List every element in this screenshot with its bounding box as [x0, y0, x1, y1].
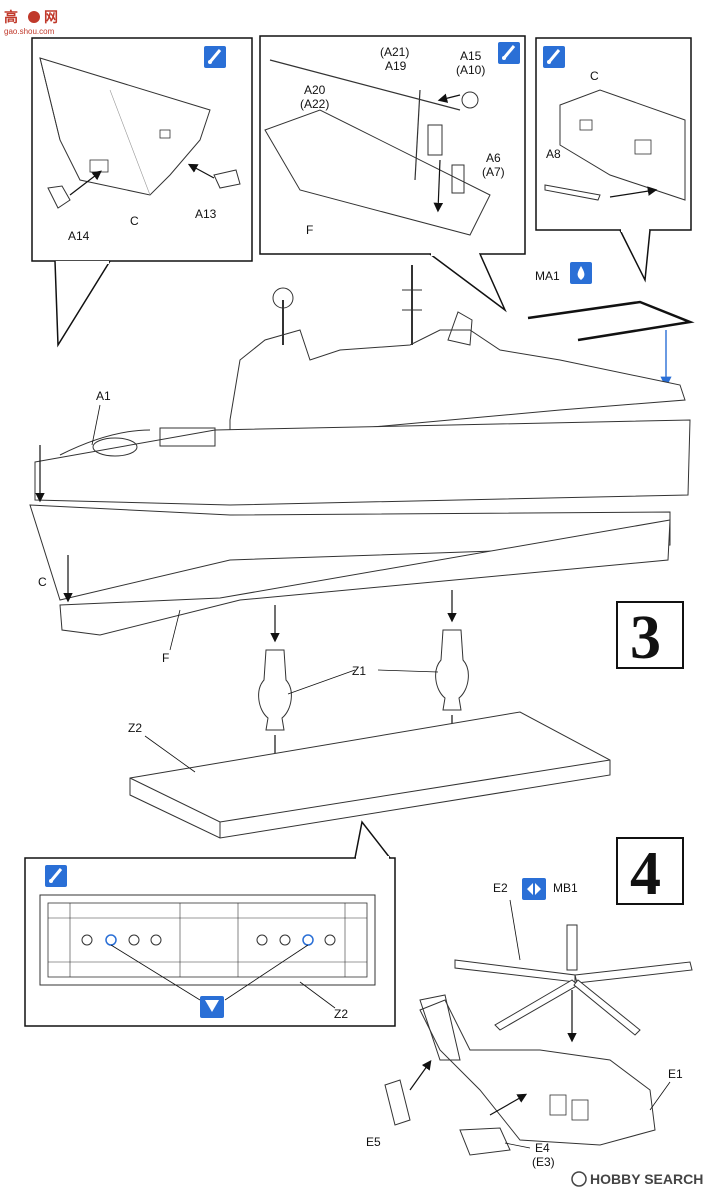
- label-a15: A15: [460, 49, 482, 63]
- bow-hull-drawing: [39, 57, 211, 196]
- step-3: 3: [616, 601, 684, 672]
- part-z1-right-drawing: [435, 629, 469, 711]
- callout-base-detail: Z2: [24, 820, 396, 1027]
- step-number-box: [616, 601, 684, 669]
- watermark-hobby-search: HOBBY SEARCH: [571, 1171, 703, 1187]
- callout-stern-detail: C A8: [535, 37, 692, 283]
- part-a13-drawing: [213, 169, 241, 189]
- label-a21: (A21): [380, 45, 409, 59]
- label-ma1: MA1: [535, 269, 560, 283]
- watermark-logo: 高 网 gao.shou.com: [4, 9, 58, 36]
- callout-bow-detail: A14 C A13: [31, 37, 253, 348]
- label-a19: A19: [385, 59, 407, 73]
- part-ma1-drawing: [527, 300, 695, 342]
- label-a13: A13: [195, 207, 217, 221]
- label-c: C: [38, 575, 47, 589]
- label-z2: Z2: [334, 1007, 348, 1021]
- part-a6-drawing: [427, 124, 443, 156]
- callout-box: [535, 37, 692, 231]
- glue-icon: [498, 42, 520, 64]
- glue-icon: [45, 865, 67, 887]
- watermark-dot-icon: [28, 11, 40, 23]
- reverse-side-icon: [522, 878, 546, 900]
- label-c: C: [130, 214, 139, 228]
- helicopter-assembly: E2 MB1 E5 E4 (E3) E1: [366, 878, 693, 1169]
- part-a8-drawing: [544, 184, 601, 201]
- label-a10: (A10): [456, 63, 485, 77]
- label-f: F: [162, 651, 169, 665]
- label-mb1: MB1: [553, 881, 578, 895]
- mast-yard-drawing: [269, 59, 461, 111]
- drill-hole-icon: [200, 996, 224, 1018]
- label-e3: (E3): [532, 1155, 555, 1169]
- label-a22: (A22): [300, 97, 329, 111]
- base-underside-drawing: [39, 894, 376, 986]
- callout-mast-detail: (A21) A19 A15 (A10) A20 (A22) A6 (A7) F: [259, 35, 526, 313]
- part-e5-drawing: [384, 1079, 411, 1126]
- watermark-url: gao.shou.com: [4, 27, 55, 36]
- watermark-cn-2: 网: [44, 10, 58, 26]
- label-a1: A1: [96, 389, 111, 403]
- display-stand: Z1 Z2: [128, 590, 611, 839]
- callout-pointer: [429, 253, 507, 313]
- label-z2: Z2: [128, 721, 142, 735]
- droplet-icon: [570, 262, 592, 284]
- label-c: C: [590, 69, 599, 83]
- step-number: 4: [630, 840, 661, 908]
- gun-turret-drawing: [92, 437, 138, 457]
- base-holes: [81, 934, 336, 946]
- mast-deck-drawing: [264, 109, 491, 236]
- part-e4-drawing: [459, 1127, 511, 1156]
- watermark-cn-1: 高: [4, 9, 18, 26]
- label-e2: E2: [493, 881, 508, 895]
- part-e1-fuselage-drawing: [419, 999, 656, 1146]
- part-a15-drawing: [461, 91, 479, 109]
- glue-icon: [543, 46, 565, 68]
- label-z1: Z1: [352, 664, 366, 678]
- step-number: 3: [630, 604, 661, 672]
- glue-icon: [204, 46, 226, 68]
- label-a14: A14: [68, 229, 90, 243]
- part-z1-left-drawing: [258, 649, 292, 731]
- hull-section-c-drawing: [29, 504, 671, 601]
- label-e1: E1: [668, 1067, 683, 1081]
- label-a8: A8: [546, 147, 561, 161]
- callout-pointer: [354, 820, 391, 859]
- ship-assembly: MA1 A1 C F: [29, 262, 695, 665]
- callout-box: [259, 35, 526, 255]
- label-a7: (A7): [482, 165, 505, 179]
- part-e2-rotor-drawing: [454, 924, 693, 1036]
- label-a6: A6: [486, 151, 501, 165]
- part-z2-base-drawing: [129, 711, 611, 839]
- watermark-text: HOBBY SEARCH: [590, 1171, 703, 1187]
- stern-hull-drawing: [559, 89, 686, 201]
- step-4: 4: [616, 837, 684, 908]
- step-number-box: [616, 837, 684, 905]
- label-e4: E4: [535, 1141, 550, 1155]
- hull-lower-f-drawing: [59, 519, 671, 636]
- callout-pointer: [54, 260, 111, 348]
- label-e5: E5: [366, 1135, 381, 1149]
- part-a7-drawing: [451, 164, 465, 194]
- hobby-search-logo-icon: [571, 1171, 587, 1187]
- label-a20: A20: [304, 83, 326, 97]
- callout-box: [31, 37, 253, 262]
- label-f: F: [306, 223, 313, 237]
- part-a14-drawing: [47, 185, 71, 209]
- callout-pointer: [619, 229, 651, 283]
- hull-upper-drawing: [34, 419, 691, 506]
